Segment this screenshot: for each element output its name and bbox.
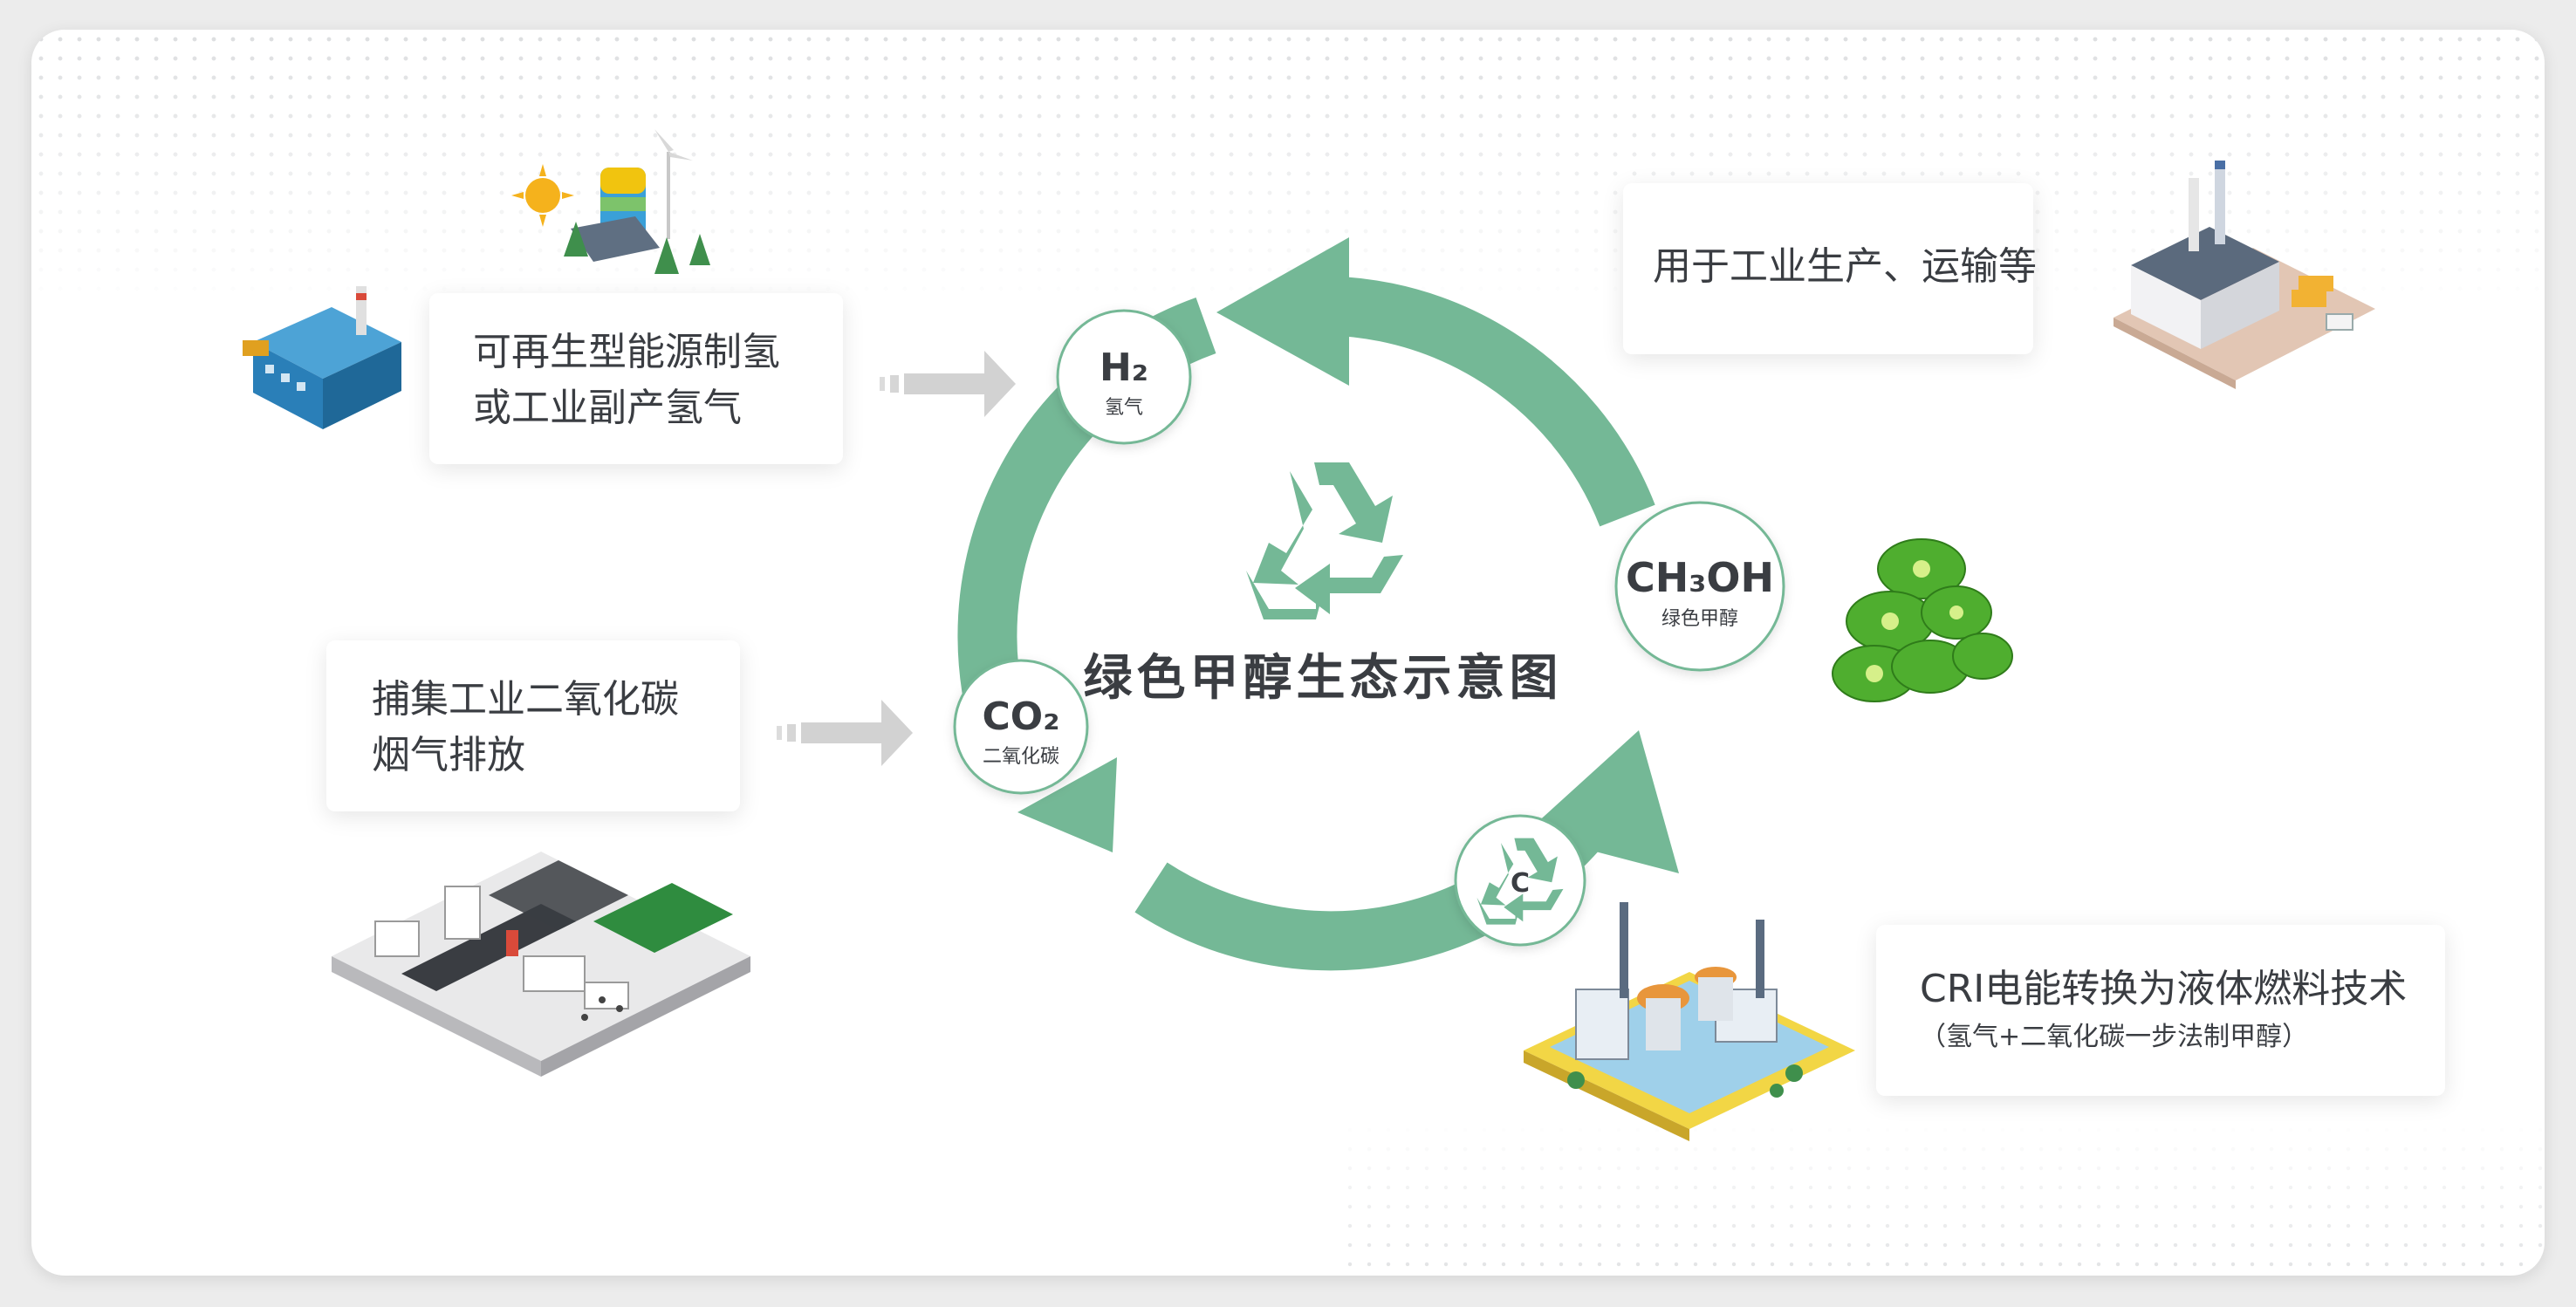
recycle-icon [1246,462,1403,619]
hydrogen-source-line-1: 可再生型能源制氢 [473,330,780,374]
h2-label: 氢气 [1105,397,1143,419]
renewable-energy-icon [511,129,710,274]
diagram-card: 绿色甲醇生态示意图 H₂ 氢气 CO₂ 二氧化碳 CH₃OH 绿色甲醇 C [31,30,2545,1276]
ch3oh-node [1614,501,1785,672]
industrial-park-icon [332,852,750,1077]
carbon-recycle-icon [1476,838,1564,925]
h2-node [1056,309,1192,445]
methanol-barrels-icon [1832,538,2013,702]
carbon-symbol: C [1511,868,1530,899]
cycle-arrowhead-top [1216,237,1349,386]
input-arrow-co2 [777,700,913,766]
cri-tech-box: CRI电能转换为液体燃料技术 （氢气+二氧化碳一步法制甲醇） [1876,925,2445,1096]
input-arrow-h2 [880,351,1016,417]
cycle-arrowhead-left [1017,757,1117,852]
usage-line-1: 用于工业生产、运输等 [1653,244,2037,289]
ch3oh-label: 绿色甲醇 [1661,608,1738,630]
methanol-cycle-diagram: 绿色甲醇生态示意图 H₂ 氢气 CO₂ 二氧化碳 CH₃OH 绿色甲醇 C [777,237,1785,971]
co2-label: 二氧化碳 [983,746,1059,768]
cri-tech-subtitle: （氢气+二氧化碳一步法制甲醇） [1920,1022,2309,1052]
carbon-node [1454,814,1586,947]
dot-pattern-top [31,30,2545,309]
co2-capture-line-1: 捕集工业二氧化碳 [372,677,679,722]
chemical-plant-icon [1524,902,1855,1141]
factory-icon [243,286,401,429]
industrial-plant-icon [2114,161,2375,389]
usage-box: 用于工业生产、运输等 [1623,183,2037,354]
hydrogen-source-box: 可再生型能源制氢 或工业副产氢气 [429,293,843,464]
h2-formula: H₂ [1100,346,1148,390]
diagram-title: 绿色甲醇生态示意图 [1084,650,1563,707]
co2-capture-line-2: 烟气排放 [372,733,525,777]
co2-capture-box: 捕集工业二氧化碳 烟气排放 [326,640,740,811]
co2-formula: CO₂ [983,695,1060,739]
dot-pattern-bottom [1340,1120,2545,1276]
cri-tech-title: CRI电能转换为液体燃料技术 [1920,967,2408,1011]
ch3oh-formula: CH₃OH [1626,554,1774,601]
hydrogen-source-line-2: 或工业副产氢气 [473,386,742,430]
co2-node [953,659,1089,795]
